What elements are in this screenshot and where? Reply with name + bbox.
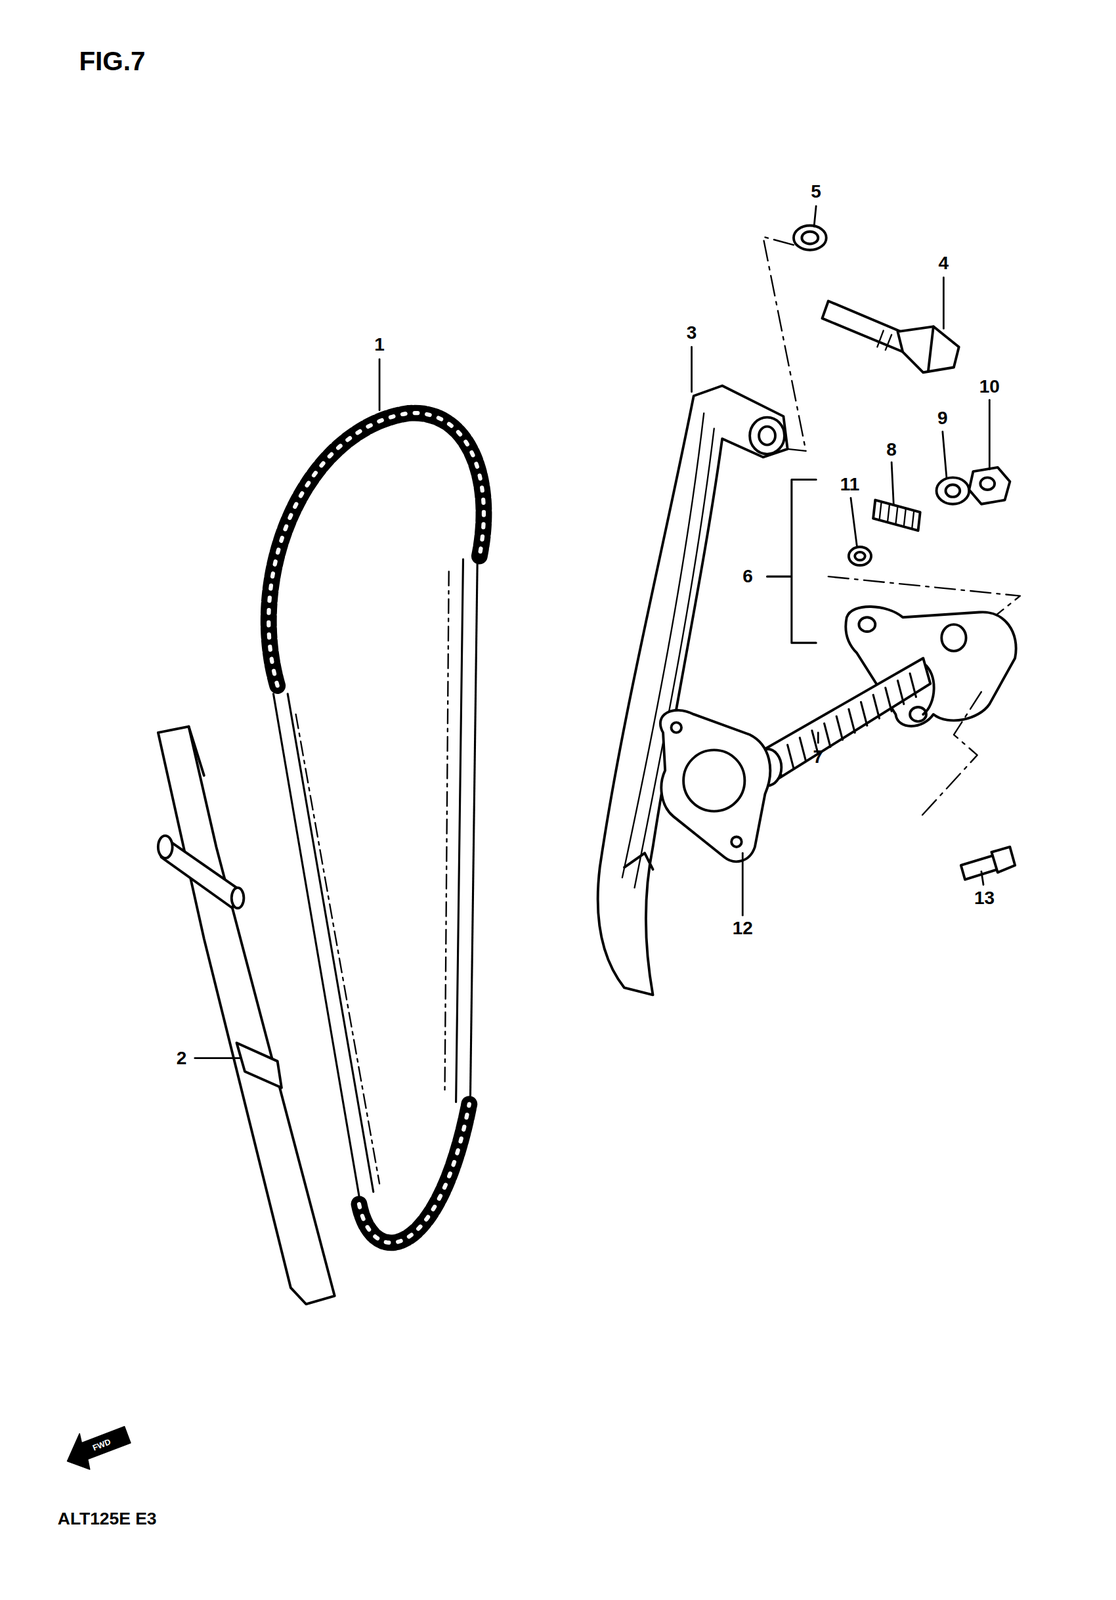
callout-number: 8 xyxy=(886,440,897,459)
callout-number: 10 xyxy=(979,377,1000,396)
figure-title: FIG.7 xyxy=(78,47,146,75)
tensioner-guide xyxy=(598,385,788,995)
chain-guide xyxy=(158,726,335,1305)
cam-chain xyxy=(268,412,484,1243)
bolt-washer xyxy=(762,225,959,451)
callout-number: 13 xyxy=(974,888,995,908)
forward-arrow xyxy=(67,1426,131,1470)
model-code: ALT125E E3 xyxy=(57,1509,157,1527)
direction-mark: FWD xyxy=(91,1437,113,1453)
callout-number: 9 xyxy=(937,408,948,428)
leader-lines xyxy=(194,206,990,1059)
callout-number: 6 xyxy=(742,567,753,586)
callout-number: 3 xyxy=(686,323,698,343)
callout-number: 2 xyxy=(176,1049,188,1068)
callout-number: 5 xyxy=(810,182,822,201)
cam-chain-tensioner xyxy=(660,606,1017,880)
callout-number: 4 xyxy=(938,254,950,273)
callout-number: 7 xyxy=(812,747,824,767)
callout-number: 11 xyxy=(840,475,860,494)
callout-number: 12 xyxy=(732,919,753,938)
callout-number: 1 xyxy=(374,335,385,354)
